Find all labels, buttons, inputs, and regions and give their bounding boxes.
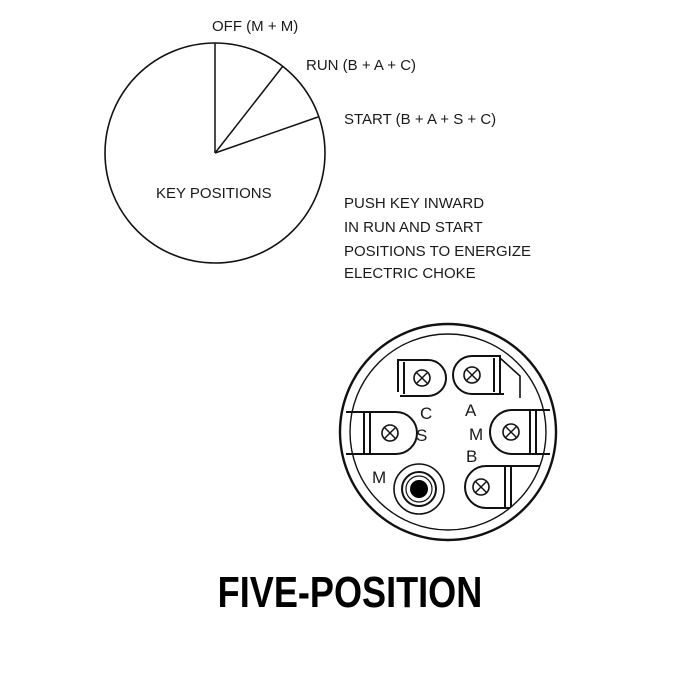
terminal-a	[452, 355, 521, 398]
key-positions-label: KEY POSITIONS	[156, 185, 272, 202]
screw-icon	[413, 369, 431, 387]
run-position-label: RUN (B + A + C)	[306, 57, 416, 74]
note-line: PUSH KEY INWARD	[344, 195, 484, 212]
terminal-label-m-right: M	[469, 425, 483, 444]
start-position-label: START (B + A + S + C)	[344, 111, 496, 128]
terminal-label-a: A	[465, 401, 477, 420]
connector-outer-ring	[338, 322, 558, 542]
run-position-line	[214, 65, 284, 154]
terminal-label-b: B	[466, 447, 477, 466]
choke-note: PUSH KEY INWARD IN RUN AND START POSITIO…	[344, 195, 531, 282]
terminal-m-post	[393, 463, 445, 515]
terminal-b	[464, 465, 540, 509]
diagram-caption: FIVE-POSITION	[217, 568, 483, 617]
terminal-label-c: C	[420, 404, 432, 423]
switch-connector: C S A M B M	[338, 322, 558, 542]
note-line: ELECTRIC CHOKE	[344, 265, 476, 282]
screw-icon	[381, 424, 399, 442]
post-center-dot	[410, 480, 428, 498]
note-line: IN RUN AND START	[344, 219, 483, 236]
note-line: POSITIONS TO ENERGIZE	[344, 243, 531, 260]
screw-icon	[502, 423, 520, 441]
start-position-line	[214, 116, 319, 154]
terminal-c	[397, 359, 447, 397]
terminal-s	[346, 411, 418, 455]
terminal-m-right	[489, 409, 550, 455]
terminal-label-s: S	[416, 426, 427, 445]
key-positions-dial: OFF (M + M) RUN (B + A + C) START (B + A…	[104, 18, 496, 264]
terminal-label-m-left: M	[372, 468, 386, 487]
off-position-label: OFF (M + M)	[212, 18, 298, 35]
screw-icon	[463, 366, 481, 384]
connector-inner-ring	[349, 333, 547, 531]
screw-icon	[472, 478, 490, 496]
